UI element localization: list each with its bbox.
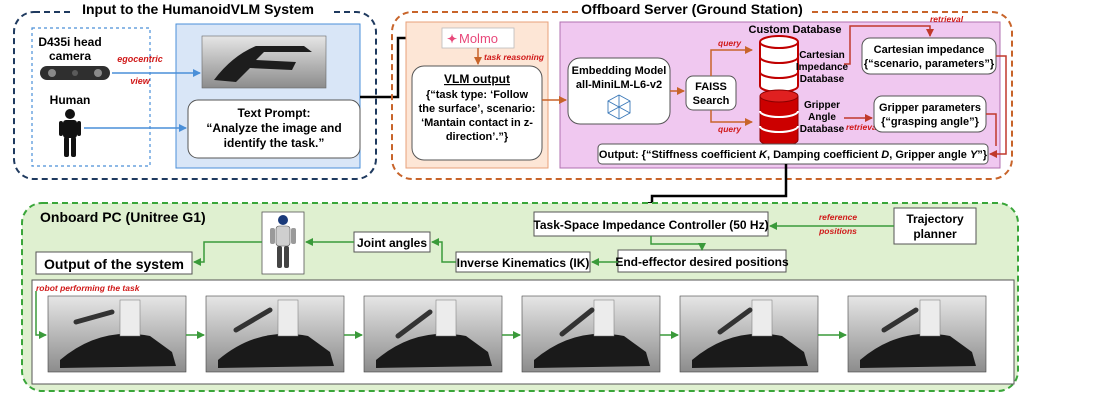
impedance-controller-box[interactable] xyxy=(533,211,769,237)
human-label: Human xyxy=(50,93,91,107)
gripper-db-line2: Angle xyxy=(808,112,836,123)
trajectory-planner-box[interactable] xyxy=(893,207,977,245)
molmo-icon: ✦ xyxy=(447,32,457,46)
vlm-output-box xyxy=(411,65,543,161)
retrieval-label-bottom: retrieval xyxy=(846,122,880,132)
camera-icon xyxy=(40,66,110,80)
output-system-box xyxy=(35,251,193,275)
gripper-parameters-line1: Gripper parameters xyxy=(879,102,981,114)
vlm-output-line3: ‘Mantain contact in z- xyxy=(421,117,533,129)
vlm-output-line2: the surface’, scenario: xyxy=(419,103,536,115)
ee-positions-label: End-effector desired positions xyxy=(615,255,789,269)
cartesian-db-line3: Database xyxy=(800,74,845,85)
arrow-cartesian-retrieval xyxy=(844,25,934,65)
joint-angles-label: Joint angles xyxy=(357,236,427,250)
text-prompt-line2: identify the task.” xyxy=(224,136,325,150)
sequence-arrows xyxy=(35,291,847,339)
output-system-label: Output of the system xyxy=(44,256,184,272)
faiss-line2: Search xyxy=(693,95,730,107)
sensor-panel xyxy=(31,27,151,167)
arrow-faiss-to-gripper-db xyxy=(710,110,753,126)
impedance-controller-label: Task-Space Impedance Controller (50 Hz) xyxy=(533,218,768,232)
cartesian-db-line1: Cartesian xyxy=(799,50,845,61)
onboard-section-title: Onboard PC (Unitree G1) xyxy=(40,209,206,225)
input-section-title: Input to the HumanoidVLM System xyxy=(82,1,314,17)
human-icon xyxy=(59,109,81,157)
photo-sequence xyxy=(47,295,987,373)
reference-label-line1: reference xyxy=(819,212,858,222)
trajectory-planner-line1: Trajectory xyxy=(906,212,964,226)
vlm-output-line4: direction’.”} xyxy=(446,131,509,143)
trajectory-planner-line2: planner xyxy=(913,227,957,241)
vlm-output-line1: {“task type: ‘Follow xyxy=(426,89,529,101)
offboard-section-title: Offboard Server (Ground Station) xyxy=(581,1,803,17)
embedding-line2: all-MiniLM-L6-v2 xyxy=(576,79,662,91)
camera-label-line1: D435i head xyxy=(38,35,101,49)
reference-label-line2: positions xyxy=(818,226,857,236)
network-icon xyxy=(607,94,631,120)
retrieval-label-top: retrieval xyxy=(930,14,964,24)
molmo-label: Molmo xyxy=(459,31,498,46)
output-parameters-text: Output: {“Stiffness coefficient K, Dampi… xyxy=(599,149,988,161)
camera-label-line2: camera xyxy=(49,49,91,63)
text-prompt-title: Text Prompt: xyxy=(237,106,310,120)
gripper-db-line3: Database xyxy=(800,124,845,135)
arrow-ik-to-joint-angles xyxy=(431,238,456,263)
gripper-parameters-line2: {“grasping angle”} xyxy=(881,116,980,128)
text-prompt-box xyxy=(187,99,361,159)
gripper-db-icon xyxy=(759,89,799,147)
arrow-cartesian-to-output xyxy=(989,55,1007,158)
task-reasoning-label: task reasoning xyxy=(484,52,545,62)
egocentric-label-line1: egocentric xyxy=(117,54,163,64)
arrow-robot-to-output xyxy=(193,241,262,266)
egocentric-label-line2: view xyxy=(130,76,151,86)
output-parameters-box xyxy=(597,143,989,165)
arrow-faiss-to-cartesian-db xyxy=(710,46,753,76)
faiss-line1: FAISS xyxy=(695,81,727,93)
query-label-bottom: query xyxy=(718,124,742,134)
cartesian-db-line2: Impedance xyxy=(796,62,849,73)
vlm-output-title: VLM output xyxy=(444,72,510,86)
cartesian-impedance-line1: Cartesian impedance xyxy=(874,44,985,56)
cartesian-db-icon xyxy=(759,35,799,93)
arrow-controller-to-ee xyxy=(650,236,706,251)
cartesian-impedance-line2: {“scenario, parameters”} xyxy=(864,58,995,70)
arrow-gripper-to-output xyxy=(986,113,997,146)
egocentric-image xyxy=(201,35,327,89)
embedding-line1: Embedding Model xyxy=(572,65,667,77)
gripper-db-line1: Gripper xyxy=(804,100,840,111)
robot-task-label: robot performing the task xyxy=(36,283,141,293)
robot-image xyxy=(261,211,305,275)
query-label-top: query xyxy=(718,38,742,48)
custom-database-label: Custom Database xyxy=(749,24,842,36)
text-prompt-line1: “Analyze the image and xyxy=(206,121,341,135)
ik-label: Inverse Kinematics (IK) xyxy=(457,256,590,270)
